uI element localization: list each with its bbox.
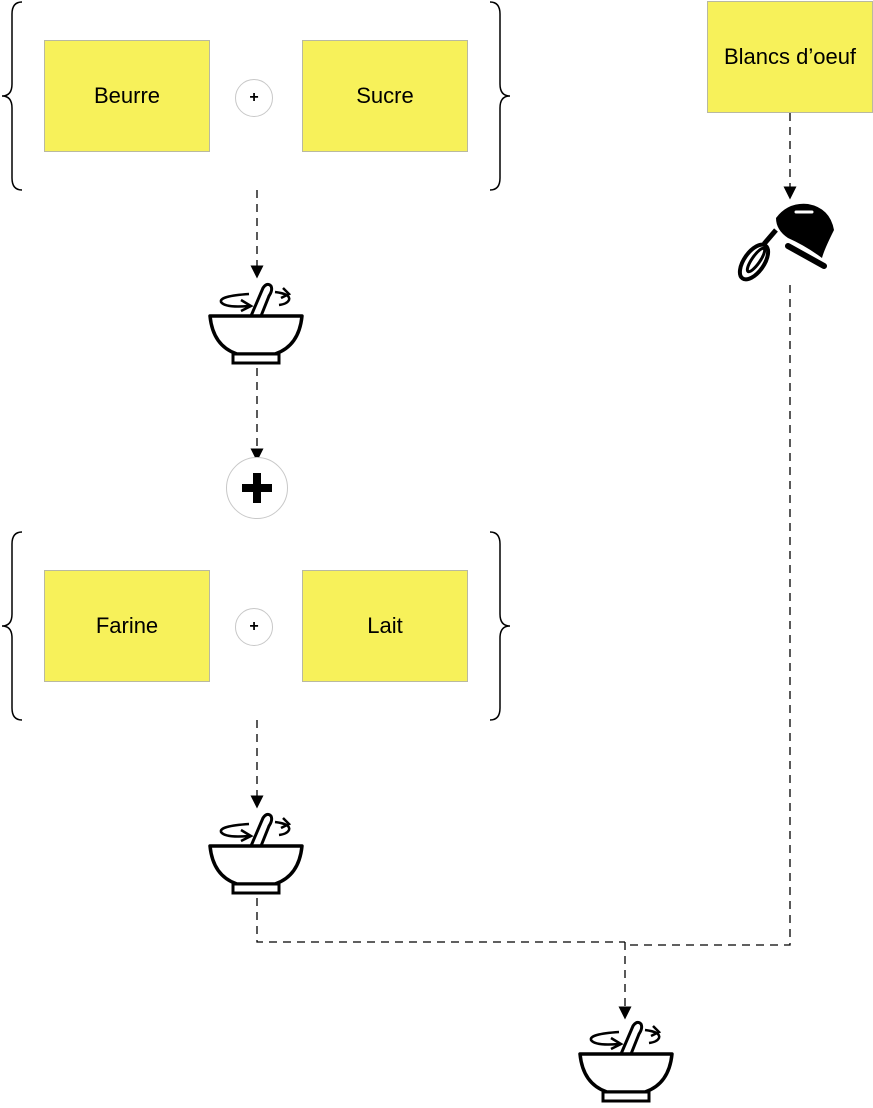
plus-operator-2: + <box>235 608 273 646</box>
ingredient-sucre: Sucre <box>302 40 468 152</box>
ingredient-blancs-oeuf: Blancs d’oeuf <box>707 1 873 113</box>
connector-bowl2-to-final <box>256 898 625 943</box>
mixing-bowl-icon <box>208 812 304 895</box>
brace-right-1 <box>489 1 511 191</box>
mixing-bowl-icon <box>578 1020 674 1103</box>
ingredient-farine: Farine <box>44 570 210 682</box>
ingredient-lait: Lait <box>302 570 468 682</box>
ingredient-beurre: Beurre <box>44 40 210 152</box>
plus-operator-1: + <box>235 79 273 117</box>
hand-mixer-icon <box>737 203 834 282</box>
brace-right-2 <box>489 531 511 721</box>
mixing-bowl-icon <box>208 282 304 365</box>
combine-plus-icon <box>226 457 288 519</box>
brace-left-2 <box>1 531 23 721</box>
brace-left-1 <box>1 1 23 191</box>
connector-mixer-to-final <box>625 285 791 946</box>
